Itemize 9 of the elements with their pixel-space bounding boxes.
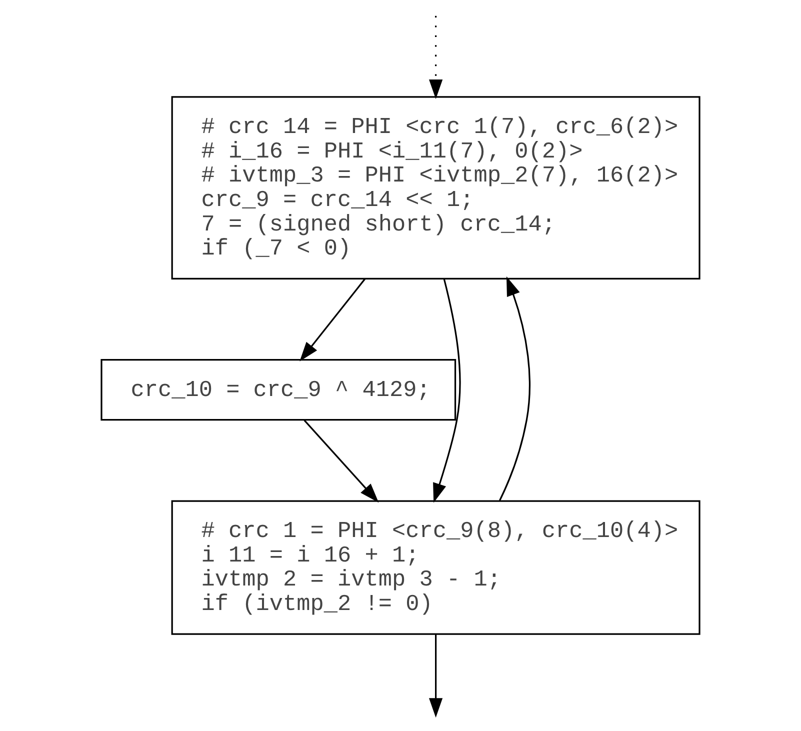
arrow <box>428 16 443 100</box>
node-box: # crc 14 = PHI <crc 1(7), crc_6(2)> # i_16 = PHI <i_11(7), 0(2)> # ivtmp_3 = PHI <ivtmp_2(7), 16(2)> crc_9 = crc_14 << 1; 7 = (signed short) crc_14; if (_7 < 0) <box>171 96 700 280</box>
node-box: crc_10 = crc_9 ^ 4129; <box>100 359 456 421</box>
arrow <box>433 278 461 503</box>
node-box: # crc 1 = PHI <crc_9(8), crc_10(4)> i 11 = i 16 + 1; ivtmp 2 = ivtmp 3 - 1; if (ivtmp_2 != 0) <box>171 500 700 635</box>
arrow <box>304 420 379 503</box>
arrow <box>428 634 443 718</box>
arrow <box>300 278 366 362</box>
arrow <box>498 276 530 501</box>
